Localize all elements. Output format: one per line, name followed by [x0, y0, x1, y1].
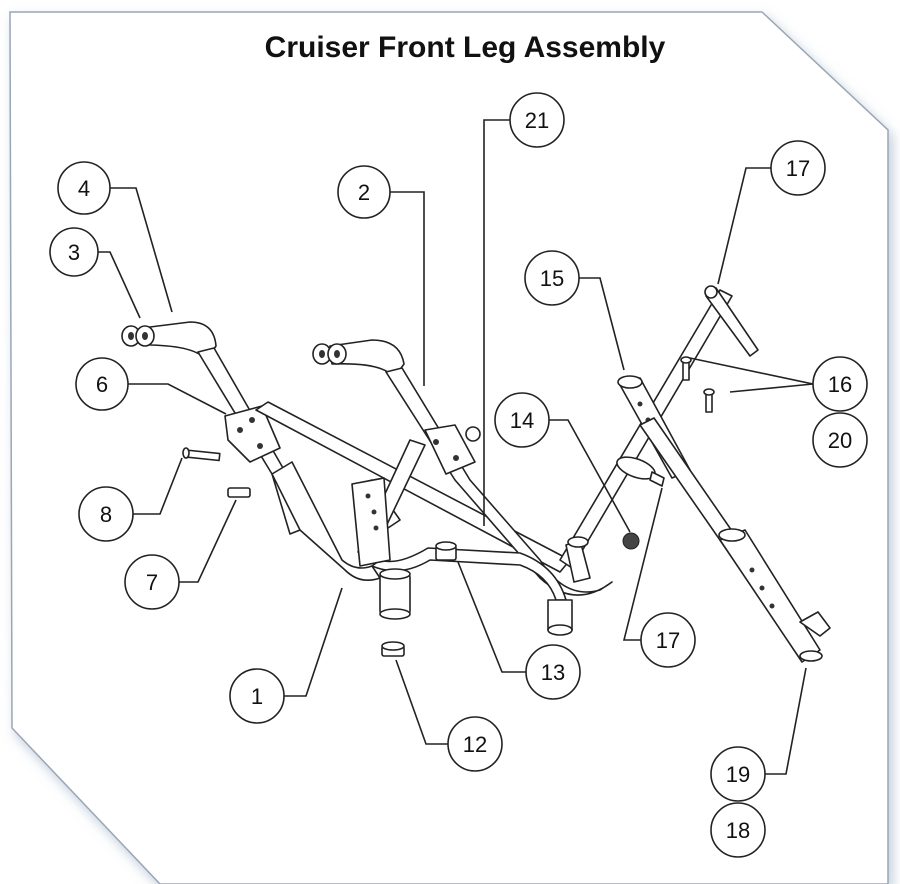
- callout-21: 21: [509, 92, 565, 148]
- caster-housing: [379, 568, 411, 620]
- callout-3: 3: [49, 227, 99, 277]
- callouts: 4 3 2 21 17 15 16 20: [49, 92, 868, 858]
- svg-text:19: 19: [726, 762, 750, 787]
- callout-19: 19: [710, 746, 766, 802]
- pin-7: [227, 487, 251, 498]
- cap-13: [435, 541, 457, 561]
- left-bracket: [224, 405, 281, 463]
- svg-text:15: 15: [540, 266, 564, 291]
- leader-lines: [97, 119, 814, 775]
- center-handle: [312, 339, 613, 596]
- svg-text:4: 4: [78, 176, 90, 201]
- svg-text:18: 18: [726, 818, 750, 843]
- callout-7: 7: [124, 554, 180, 610]
- diagram-title: Cruiser Front Leg Assembly: [265, 31, 666, 64]
- svg-text:16: 16: [828, 372, 852, 397]
- callout-6: 6: [75, 357, 129, 411]
- svg-text:14: 14: [510, 408, 534, 433]
- svg-text:1: 1: [251, 684, 263, 709]
- lower-frame-u: [371, 547, 573, 636]
- callout-18: 18: [710, 802, 766, 858]
- svg-text:13: 13: [541, 660, 565, 685]
- svg-text:12: 12: [463, 732, 487, 757]
- callout-17-upper: 17: [770, 140, 826, 196]
- callout-2: 2: [337, 165, 391, 219]
- pin-16a: [680, 356, 692, 381]
- callout-12: 12: [447, 716, 503, 772]
- front-leg-frame-drawing: [121, 285, 831, 663]
- callout-17-lower: 17: [640, 612, 696, 668]
- callout-20: 20: [812, 412, 868, 468]
- svg-text:20: 20: [828, 428, 852, 453]
- svg-text:8: 8: [100, 502, 112, 527]
- center-upright-block: [351, 477, 391, 567]
- svg-text:17: 17: [656, 628, 680, 653]
- callout-1: 1: [229, 668, 285, 724]
- cap-12: [381, 641, 405, 657]
- knob-14: [622, 532, 640, 550]
- callout-4: 4: [57, 161, 111, 215]
- pin-8: [182, 447, 221, 462]
- callout-15: 15: [524, 250, 580, 306]
- svg-text:6: 6: [96, 372, 108, 397]
- svg-text:2: 2: [358, 180, 370, 205]
- pull-pin-upper: [704, 285, 759, 357]
- svg-text:3: 3: [68, 240, 80, 265]
- callout-16: 16: [812, 356, 868, 412]
- callout-13: 13: [525, 644, 581, 700]
- svg-text:7: 7: [146, 570, 158, 595]
- callout-8: 8: [78, 486, 134, 542]
- callout-14: 14: [494, 392, 550, 448]
- leg-extension: [718, 528, 831, 663]
- svg-text:17: 17: [786, 156, 810, 181]
- left-handle: [121, 321, 381, 581]
- pull-pin-lower: [616, 456, 665, 487]
- svg-text:21: 21: [525, 108, 549, 133]
- pin-16b: [703, 388, 715, 413]
